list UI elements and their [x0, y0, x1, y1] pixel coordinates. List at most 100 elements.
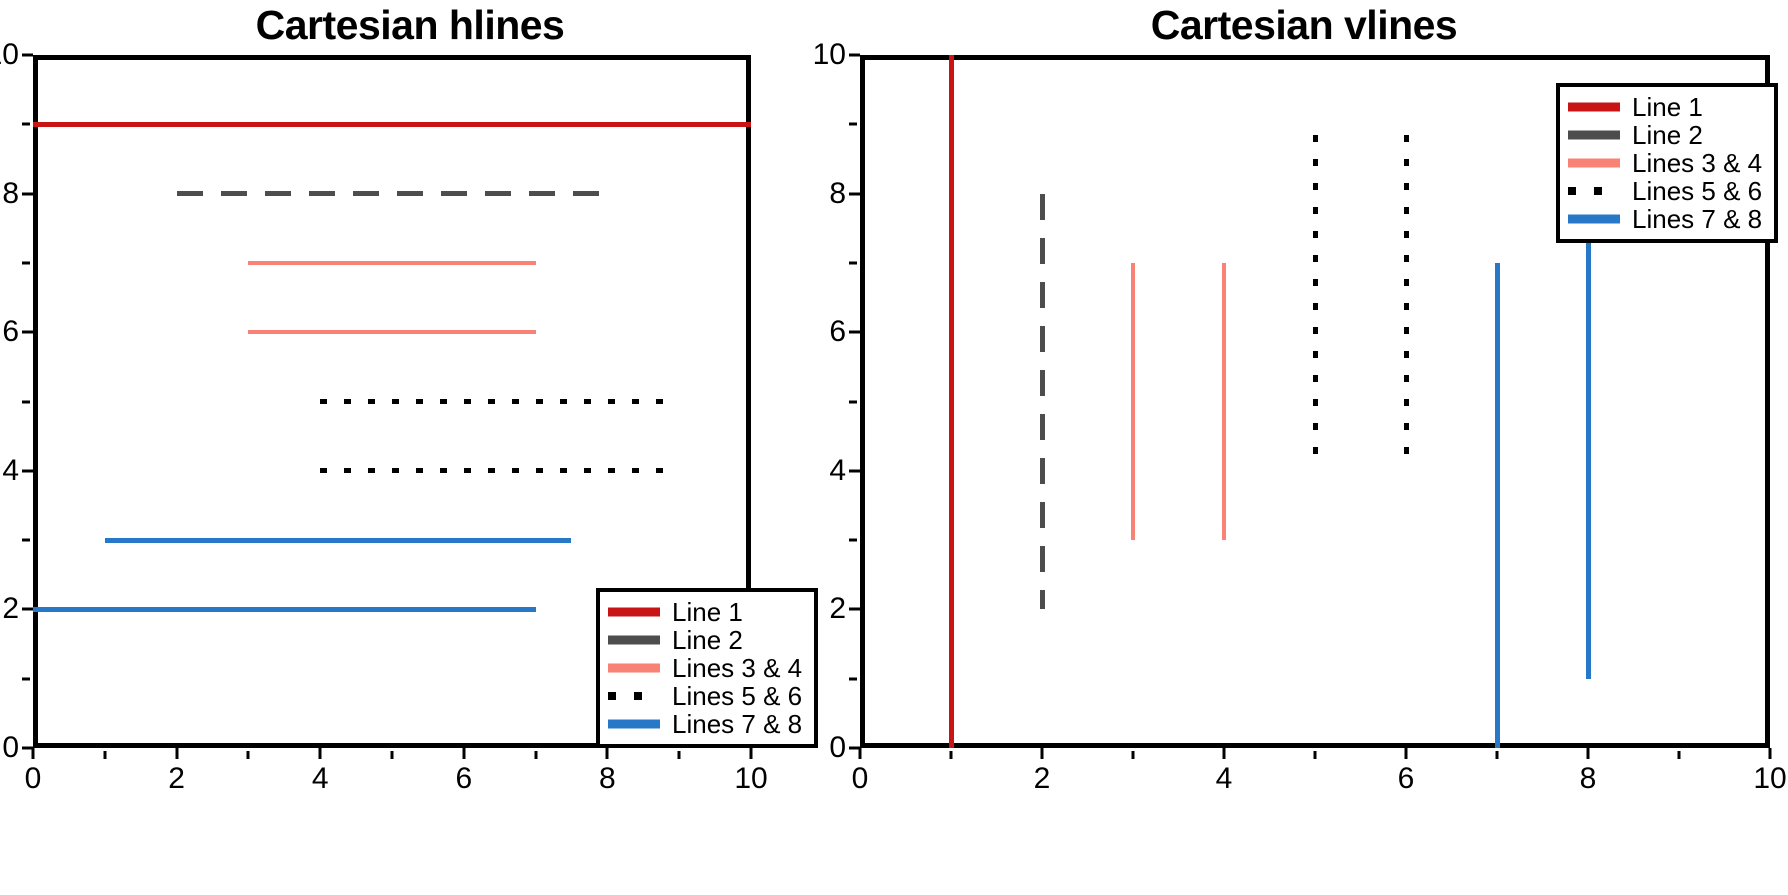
- legend-swatch-solid-icon: [1568, 152, 1620, 174]
- legend-swatch-solid-icon: [1568, 96, 1620, 118]
- legend-item-label: Lines 7 & 8: [1632, 204, 1763, 234]
- x-minor-tick: [390, 751, 394, 759]
- legend-swatch-dashed-icon: [608, 629, 660, 651]
- legend-item-lines-3-4[interactable]: Lines 3 & 4: [608, 654, 802, 682]
- legend-item-line-2[interactable]: Line 2: [1568, 121, 1762, 149]
- y-tick-10: [849, 53, 860, 57]
- y-tick-label-8: 8: [2, 176, 19, 210]
- x-tick-label-2: 2: [168, 762, 185, 795]
- y-tick-label-2: 2: [2, 592, 19, 626]
- legend-swatch-solid-icon: [608, 713, 660, 735]
- y-tick-10: [22, 53, 33, 57]
- legend-item-line-1[interactable]: Line 1: [608, 598, 802, 626]
- y-minor-tick: [22, 538, 30, 542]
- legend-item-label: Lines 7 & 8: [672, 709, 803, 739]
- x-minor-tick: [1313, 751, 1317, 759]
- x-tick-6: [462, 748, 466, 759]
- data-line-line-2: [176, 191, 608, 197]
- y-tick-2: [22, 607, 33, 611]
- x-tick-label-10: 10: [734, 762, 768, 795]
- legend-item-lines-5-6[interactable]: Lines 5 & 6: [608, 682, 802, 710]
- x-tick-label-4: 4: [1215, 762, 1233, 795]
- x-minor-tick: [677, 751, 681, 759]
- legend-item-label: Line 1: [672, 597, 743, 627]
- x-tick-10: [1768, 748, 1772, 759]
- y-tick-6: [22, 330, 33, 334]
- x-minor-tick: [1495, 751, 1499, 759]
- legend-item-label: Line 2: [672, 625, 743, 655]
- plot-area-hlines: 0 2 4 6 8 10 0 2 4 6 8 10: [0, 38, 768, 795]
- y-tick-0: [849, 746, 860, 750]
- data-line-line-5: [320, 399, 680, 404]
- y-minor-tick: [849, 400, 857, 403]
- data-line-line-8: [33, 606, 536, 612]
- y-minor-tick: [849, 677, 857, 681]
- data-line-line-6: [1403, 134, 1409, 471]
- y-tick-label-0: 0: [2, 731, 19, 764]
- y-minor-tick: [849, 122, 857, 126]
- legend-item-line-2[interactable]: Line 2: [608, 626, 802, 654]
- x-tick-label-8: 8: [599, 762, 616, 795]
- y-tick-4: [849, 469, 860, 473]
- y-minor-tick: [849, 261, 857, 265]
- x-tick-label-6: 6: [455, 762, 473, 795]
- legend-swatch-dotted-icon: [1568, 180, 1620, 202]
- y-tick-label-6: 6: [2, 315, 19, 349]
- legend-item-lines-7-8[interactable]: Lines 7 & 8: [1568, 205, 1762, 233]
- y-tick-4: [22, 469, 33, 473]
- x-minor-tick: [103, 751, 107, 759]
- x-tick-label-8: 8: [1579, 762, 1597, 795]
- legend-swatch-solid-icon: [608, 657, 660, 679]
- y-tick-2: [849, 607, 860, 611]
- y-tick-label-10: 10: [0, 38, 19, 71]
- y-tick-0: [22, 746, 33, 750]
- y-minor-tick: [22, 261, 30, 265]
- x-tick-label-0: 0: [851, 762, 869, 795]
- x-tick-10: [749, 748, 753, 759]
- x-tick-2: [175, 748, 179, 759]
- legend-item-label: Line 2: [1632, 120, 1703, 150]
- x-tick-0: [858, 748, 862, 759]
- y-tick-6: [849, 330, 860, 334]
- x-tick-4: [318, 748, 322, 759]
- page-title-hlines: Cartesian hlines: [255, 2, 565, 48]
- legend-item-lines-3-4[interactable]: Lines 3 & 4: [1568, 149, 1762, 177]
- page-title-vlines: Cartesian vlines: [1150, 2, 1458, 48]
- data-line-line-4: [1222, 262, 1226, 541]
- y-tick-8: [22, 192, 33, 196]
- legend-item-lines-5-6[interactable]: Lines 5 & 6: [1568, 177, 1762, 205]
- x-tick-4: [1222, 748, 1226, 759]
- x-tick-label-6: 6: [1397, 762, 1415, 795]
- x-minor-tick: [1131, 751, 1135, 759]
- legend-item-label: Lines 5 & 6: [672, 681, 803, 711]
- x-tick-label-4: 4: [311, 762, 329, 795]
- x-tick-8: [605, 748, 609, 759]
- legend-item-lines-7-8[interactable]: Lines 7 & 8: [608, 710, 802, 738]
- y-tick-label-6: 6: [829, 315, 846, 349]
- legend-swatch-dashed-icon: [1568, 124, 1620, 146]
- x-tick-2: [1040, 748, 1044, 759]
- legend-swatch-solid-icon: [608, 601, 660, 623]
- y-minor-tick: [22, 400, 30, 403]
- legend-item-line-1[interactable]: Line 1: [1568, 93, 1762, 121]
- legend-swatch-dotted-icon: [608, 685, 660, 707]
- x-minor-tick: [246, 751, 250, 759]
- data-line-line-7: [104, 537, 572, 543]
- y-tick-label-10: 10: [812, 38, 846, 71]
- y-tick-label-4: 4: [2, 453, 19, 487]
- legend-item-label: Lines 3 & 4: [1632, 148, 1763, 178]
- legend-swatch-solid-icon: [1568, 208, 1620, 230]
- data-line-line-5: [1312, 134, 1318, 471]
- legend-item-label: Lines 3 & 4: [672, 653, 803, 683]
- y-tick-label-4: 4: [829, 453, 846, 487]
- y-minor-tick: [849, 538, 857, 542]
- data-line-line-1: [33, 121, 751, 127]
- x-tick-label-0: 0: [24, 762, 42, 795]
- x-tick-8: [1586, 748, 1590, 759]
- data-line-line-7: [1494, 262, 1500, 748]
- y-tick-8: [849, 192, 860, 196]
- y-tick-label-8: 8: [829, 176, 846, 210]
